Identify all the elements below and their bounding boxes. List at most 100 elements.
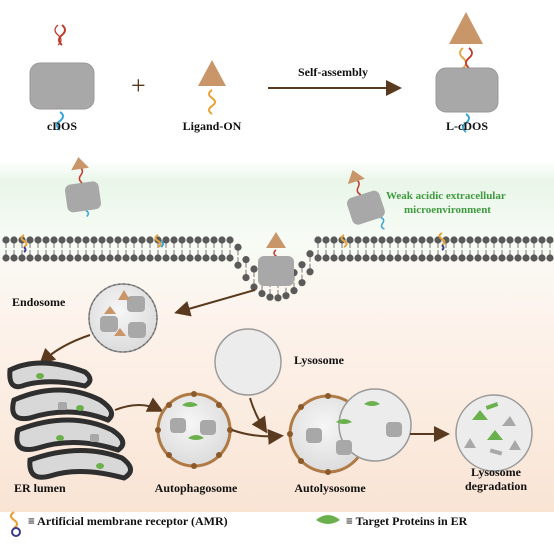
weak-acidic-label-line1: Weak acidic extracellular [386, 190, 506, 202]
lipid-head [218, 254, 226, 262]
er-to-autophagosome-arrow [114, 397, 164, 412]
lipid-head [330, 254, 338, 262]
floating-l-cdos-2 [347, 169, 385, 230]
lipid-head [322, 254, 330, 262]
ligand-on-structure [198, 60, 226, 115]
lipid-head [26, 254, 34, 262]
lipid-head [58, 236, 66, 244]
lipid-head [514, 236, 522, 244]
amr-receptors [20, 232, 446, 253]
lipid-head [186, 236, 194, 244]
lipid-head [106, 236, 114, 244]
lipid-head [298, 261, 306, 269]
autophagosome-fusion-arrow [231, 428, 284, 445]
lipid-head [178, 236, 186, 244]
lipid-head [114, 236, 122, 244]
lipid-head [346, 236, 354, 244]
lipid-head [274, 294, 282, 302]
autolysosome-label: Autolysosome [294, 481, 366, 495]
lipid-head [154, 254, 162, 262]
lipid-head [34, 254, 42, 262]
lipid-head [122, 236, 130, 244]
cdos-label: cDOS [47, 119, 77, 133]
lipid-head [506, 254, 514, 262]
endosome-vesicle [88, 283, 158, 353]
lipid-head [42, 236, 50, 244]
lipid-head [162, 236, 170, 244]
lipid-head [282, 292, 290, 300]
l-cdos-label: L-cDOS [446, 119, 488, 133]
lipid-head [234, 243, 242, 251]
lipid-head [346, 254, 354, 262]
lipid-head [402, 254, 410, 262]
lipid-head [170, 236, 178, 244]
lipid-head [498, 254, 506, 262]
lipid-head [2, 236, 10, 244]
lipid-head [394, 254, 402, 262]
lipid-head [530, 254, 538, 262]
lysosome-degradation-label-line1: Lysosome [470, 465, 522, 479]
lipid-head [474, 236, 482, 244]
lipid-head [186, 254, 194, 262]
lipid-head [290, 287, 298, 295]
lipid-head [146, 236, 154, 244]
lipid-head [418, 236, 426, 244]
lipid-head [514, 254, 522, 262]
lipid-head [74, 254, 82, 262]
lipid-head [106, 254, 114, 262]
lipid-head [210, 254, 218, 262]
lipid-head [418, 254, 426, 262]
er-structure [7, 360, 133, 481]
lipid-head [546, 254, 554, 262]
lipid-head [34, 236, 42, 244]
lipid-head [370, 236, 378, 244]
lipid-head [522, 236, 530, 244]
autophagosome-vesicle [155, 391, 233, 469]
lipid-head [138, 254, 146, 262]
lipid-head [66, 236, 74, 244]
lysosome-label: Lysosome [294, 353, 345, 367]
lipid-head [394, 236, 402, 244]
lipid-head [98, 236, 106, 244]
lipid-head [314, 236, 322, 244]
lipid-head [242, 255, 250, 264]
lipid-head [162, 254, 170, 262]
lipid-head [466, 254, 474, 262]
lipid-head [490, 254, 498, 262]
lipid-head [130, 254, 138, 262]
lipid-head [42, 254, 50, 262]
lipid-head [242, 273, 250, 282]
lipid-head [378, 254, 386, 262]
cdos-structure [29, 24, 95, 131]
lipid-head [306, 268, 314, 276]
lipid-head [130, 236, 138, 244]
degradation-lysosome-vesicle [455, 394, 533, 472]
plus-label: + [131, 71, 146, 100]
lipid-head [338, 254, 346, 262]
lipid-head [450, 254, 458, 262]
lipid-head [426, 254, 434, 262]
lipid-head [546, 236, 554, 244]
lipid-head [498, 236, 506, 244]
endocytosis-arrow [174, 289, 256, 317]
lipid-head [10, 254, 18, 262]
lipid-head [306, 250, 314, 258]
autolysosome-vesicle [287, 388, 412, 475]
lipid-head [202, 236, 210, 244]
lipid-head [146, 254, 154, 262]
lipid-head [98, 254, 106, 262]
lipid-head [226, 254, 234, 262]
lipid-head [530, 236, 538, 244]
lipid-head [194, 236, 202, 244]
lipid-head [138, 236, 146, 244]
lipid-head [458, 236, 466, 244]
lipid-head [226, 236, 234, 244]
lipid-head [426, 236, 434, 244]
lipid-head [442, 254, 450, 262]
lipid-head [210, 236, 218, 244]
lipid-head [522, 254, 530, 262]
lipid-head [410, 254, 418, 262]
lipid-head [362, 236, 370, 244]
lipid-head [74, 236, 82, 244]
